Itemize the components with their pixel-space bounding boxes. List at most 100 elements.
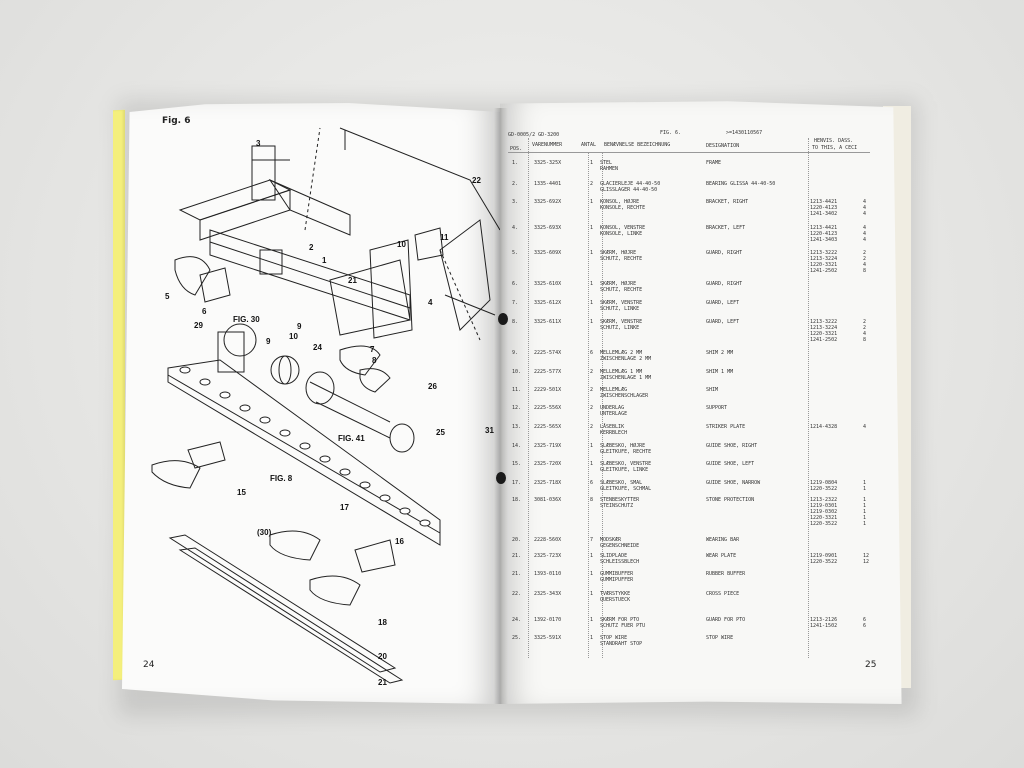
table-cell-pos: 6. (512, 281, 519, 287)
table-cell-qty: 1 (590, 250, 594, 256)
table-cell-dk: TVÆRSTYKKE QUERSTUECK (600, 591, 631, 603)
table-cell-en: GUIDE SHOE, LEFT (706, 461, 755, 467)
callout-label: 4 (428, 298, 433, 307)
callout-label: 21 (378, 678, 387, 687)
table-cell-en: STONE PROTECTION (706, 497, 755, 503)
col-header-qty: ANTAL (581, 142, 597, 148)
callout-label: 7 (370, 345, 375, 354)
table-cell-qty: 1 (590, 199, 594, 205)
col-header-notes: HENVIS. DASS. (814, 138, 854, 144)
table-cell-code: 1 1 (863, 480, 867, 492)
table-cell-pos: 10. (512, 369, 522, 375)
callout-label: 22 (472, 176, 481, 185)
table-cell-pos: 1. (512, 160, 519, 166)
table-cell-en: GUIDE SHOE, RIGHT (706, 443, 758, 449)
table-cell-ref: 1219-0901 1220-3522 (810, 553, 838, 565)
table-cell-dk: SLÆBESKO, HØJRE GLEITKUFE, RECHTE (600, 443, 652, 455)
right-page (500, 101, 902, 704)
callout-label: 18 (378, 618, 387, 627)
table-cell-pos: 21. (512, 553, 522, 559)
table-cell-dk: MODSKÆR GEGENSCHNEIDE (600, 537, 640, 549)
callout-label: 10 (397, 240, 406, 249)
table-cell-dk: STOP WIRE STANDRAHT STOP (600, 635, 643, 647)
table-cell-ref: 1213-3222 1213-3224 1220-3321 1241-2502 (810, 319, 838, 343)
table-cell-en: GUARD, LEFT (706, 319, 740, 325)
table-cell-qty: 2 (590, 181, 594, 187)
table-cell-num: 3325-325X (534, 160, 562, 166)
doc-reference: GD-0005/2 GD-3200 (508, 132, 560, 138)
frame-part (178, 145, 411, 336)
table-cell-num: 3325-692X (534, 199, 562, 205)
table-cell-num: 3325-591X (534, 635, 562, 641)
table-cell-en: GUIDE SHOE, NARROW (706, 480, 761, 486)
table-cell-code: 1 1 1 1 1 (863, 497, 867, 527)
column-divider (808, 138, 809, 658)
table-cell-dk: MELLEMLÆG 1 MM ZWISCHENLAGE 1 MM (600, 369, 652, 381)
table-cell-qty: 1 (590, 300, 594, 306)
callout-label: 25 (436, 428, 445, 437)
stop-wire-part (339, 127, 500, 231)
table-cell-code: 2 2 4 8 (863, 319, 867, 343)
table-cell-num: 1335-4401 (534, 181, 562, 187)
table-cell-en: GUARD FOR PTO (706, 617, 746, 623)
table-cell-num: 2325-343X (534, 591, 562, 597)
guard-right-part (174, 256, 211, 296)
callout-label: 17 (340, 503, 349, 512)
table-cell-num: 2225-574X (534, 350, 562, 356)
table-cell-pos: 4. (512, 225, 519, 231)
table-cell-qty: 1 (590, 281, 594, 287)
table-cell-qty: 2 (590, 369, 594, 375)
table-cell-dk: KONSOL, HØJRE KONSOLE, RECHTE (600, 199, 646, 211)
table-cell-qty: 1 (590, 571, 594, 577)
table-cell-qty: 1 (590, 591, 594, 597)
callout-label: 24 (313, 343, 322, 352)
callout-label: 2 (309, 243, 314, 252)
table-cell-en: SHIM 2 MM (706, 350, 734, 356)
col-header-pos: POS. (510, 146, 523, 152)
table-cell-dk: STENBESKYTTER STEINSCHUTZ (600, 497, 640, 509)
table-cell-code: 2 2 4 8 (863, 250, 867, 274)
table-cell-qty: 1 (590, 617, 594, 623)
table-cell-code: 4 4 4 (863, 199, 867, 217)
pto-shaft-part (305, 371, 415, 453)
table-cell-qty: 8 (590, 497, 594, 503)
table-cell-en: BRACKET, LEFT (706, 225, 746, 231)
col-header-number: VARENUMMER (532, 142, 563, 148)
table-cell-num: 3325-612X (534, 300, 562, 306)
table-cell-qty: 6 (590, 350, 594, 356)
table-cell-qty: 1 (590, 461, 594, 467)
table-cell-ref: 1214-4328 (810, 424, 838, 430)
table-cell-pos: 7. (512, 300, 519, 306)
table-cell-num: 2325-718X (534, 480, 562, 486)
table-cell-en: WEAR PLATE (706, 553, 737, 559)
table-cell-qty: 1 (590, 443, 594, 449)
callout-label: FIG. 41 (338, 434, 365, 443)
table-cell-en: STOP WIRE (706, 635, 734, 641)
cutter-bar-part (167, 359, 441, 546)
callout-label: 21 (348, 276, 357, 285)
table-cell-en: GUARD, RIGHT (706, 250, 743, 256)
binding-hole (498, 313, 508, 325)
callout-label: 15 (237, 488, 246, 497)
table-cell-dk: SKÆRM, VENSTRE SCHUTZ, LINKE (600, 319, 643, 331)
exploded-parts-diagram (151, 127, 500, 684)
table-cell-pos: 21. (512, 571, 522, 577)
table-cell-dk: MELLEMLÆG ZWISCHENSCHLAGER (600, 387, 649, 399)
col-header-designation: DESIGNATION (706, 143, 740, 149)
table-cell-num: 2325-719X (534, 443, 562, 449)
table-cell-dk: SLÆBESKO, VENSTRE GLEITKUFE, LINKE (600, 461, 652, 473)
col-header-notes: TO THIS, A CECI (812, 145, 858, 151)
table-cell-dk: SLIDPLADE SCHLEISSBLECH (600, 553, 640, 565)
table-cell-num: 1392-0170 (534, 617, 562, 623)
table-cell-en: SHIM 1 MM (706, 369, 734, 375)
callout-label: 10 (289, 332, 298, 341)
table-cell-qty: 1 (590, 635, 594, 641)
table-cell-ref: 1213-2322 1219-0301 1219-0302 1220-3321 … (810, 497, 838, 527)
table-cell-dk: SKÆRM, VENSTRE SCHUTZ, LINKE (600, 300, 643, 312)
guide-shoe-part (151, 460, 201, 489)
bracket-part (369, 239, 413, 339)
table-cell-dk: LÅSEBLIK KERRBLECH (600, 424, 628, 436)
table-cell-en: GUARD, RIGHT (706, 281, 743, 287)
table-cell-num: 3325-609X (534, 250, 562, 256)
table-cell-code: 6 6 (863, 617, 867, 629)
